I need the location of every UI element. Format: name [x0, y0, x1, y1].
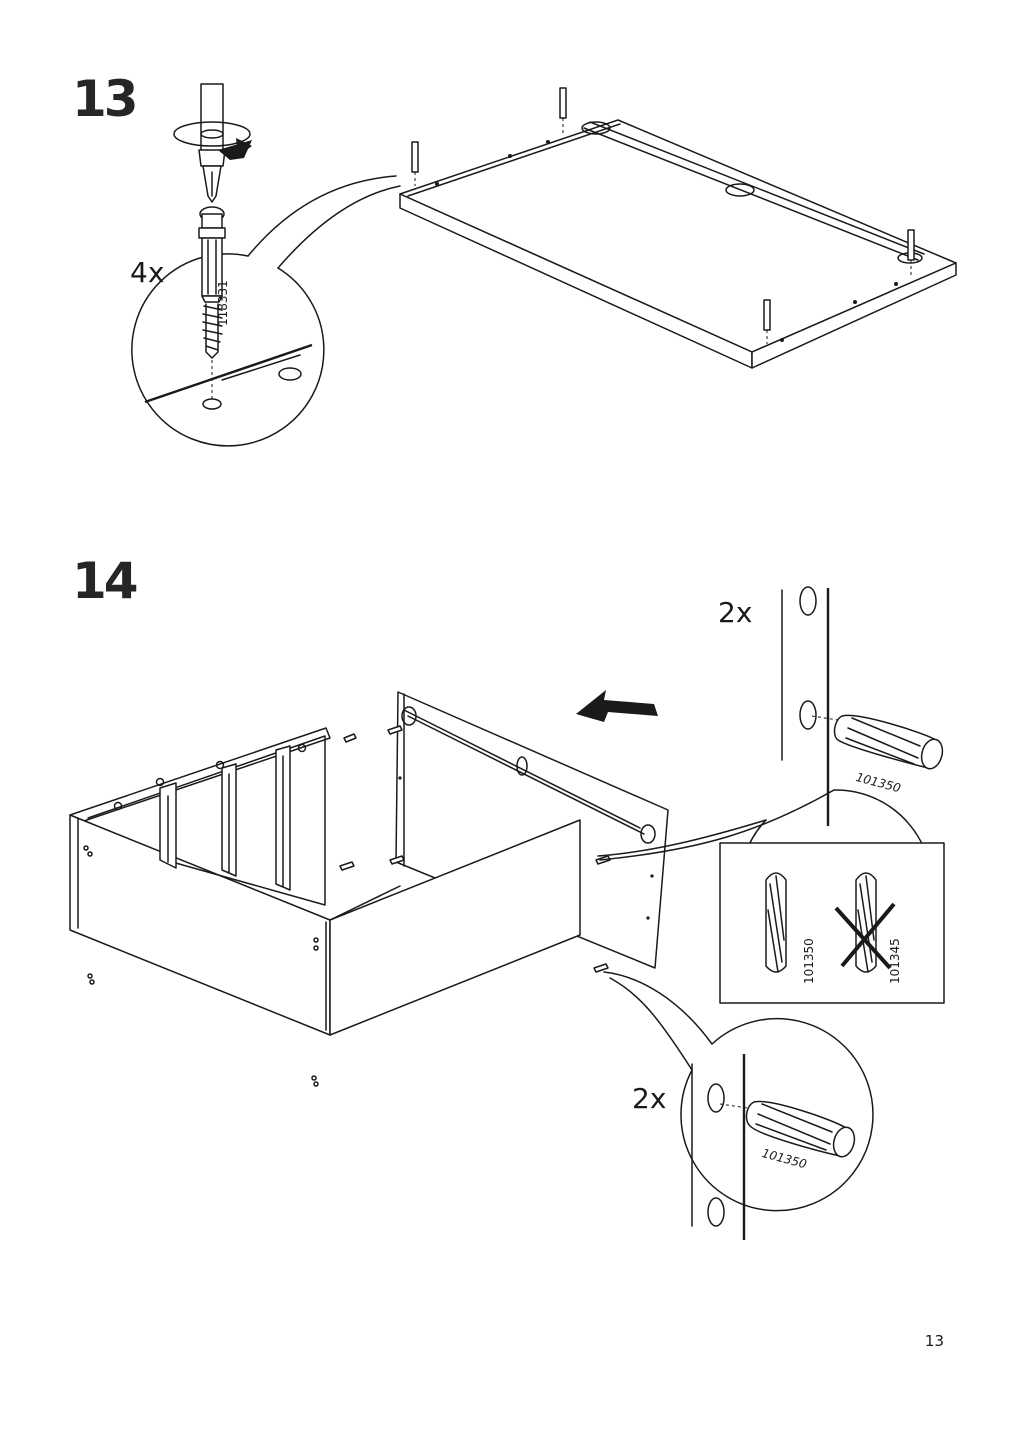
step-13-quantity: 4x — [130, 256, 165, 289]
push-arrow-icon — [576, 690, 658, 722]
comparison-box — [719, 842, 945, 1004]
step-14-bottom-quantity: 2x — [632, 1082, 667, 1115]
back-panel — [395, 691, 669, 969]
step-13-number: 13 — [72, 70, 139, 128]
wooden-dowel-icon — [833, 714, 944, 770]
wrong-dowel-code: 101345 — [888, 938, 902, 984]
screwdriver-icon — [198, 83, 226, 203]
top-panel — [399, 119, 957, 369]
cabinet-carcass — [69, 727, 581, 1087]
dowel-screw-icon — [198, 206, 226, 359]
wooden-dowel-icon — [745, 1100, 856, 1158]
step-14-number: 14 — [72, 552, 139, 610]
step-13-part-code: 118331 — [216, 280, 230, 326]
step-14-top-quantity: 2x — [718, 596, 753, 629]
correct-dowel-code: 101350 — [802, 938, 816, 984]
cross-mark-icon — [834, 902, 896, 970]
page-number: 13 — [924, 1332, 944, 1350]
panel-dowels — [411, 87, 915, 344]
step-13-detail-callout — [131, 175, 401, 447]
bottom-detail-callout — [603, 971, 874, 1240]
rotate-arrow-icon — [173, 121, 252, 160]
